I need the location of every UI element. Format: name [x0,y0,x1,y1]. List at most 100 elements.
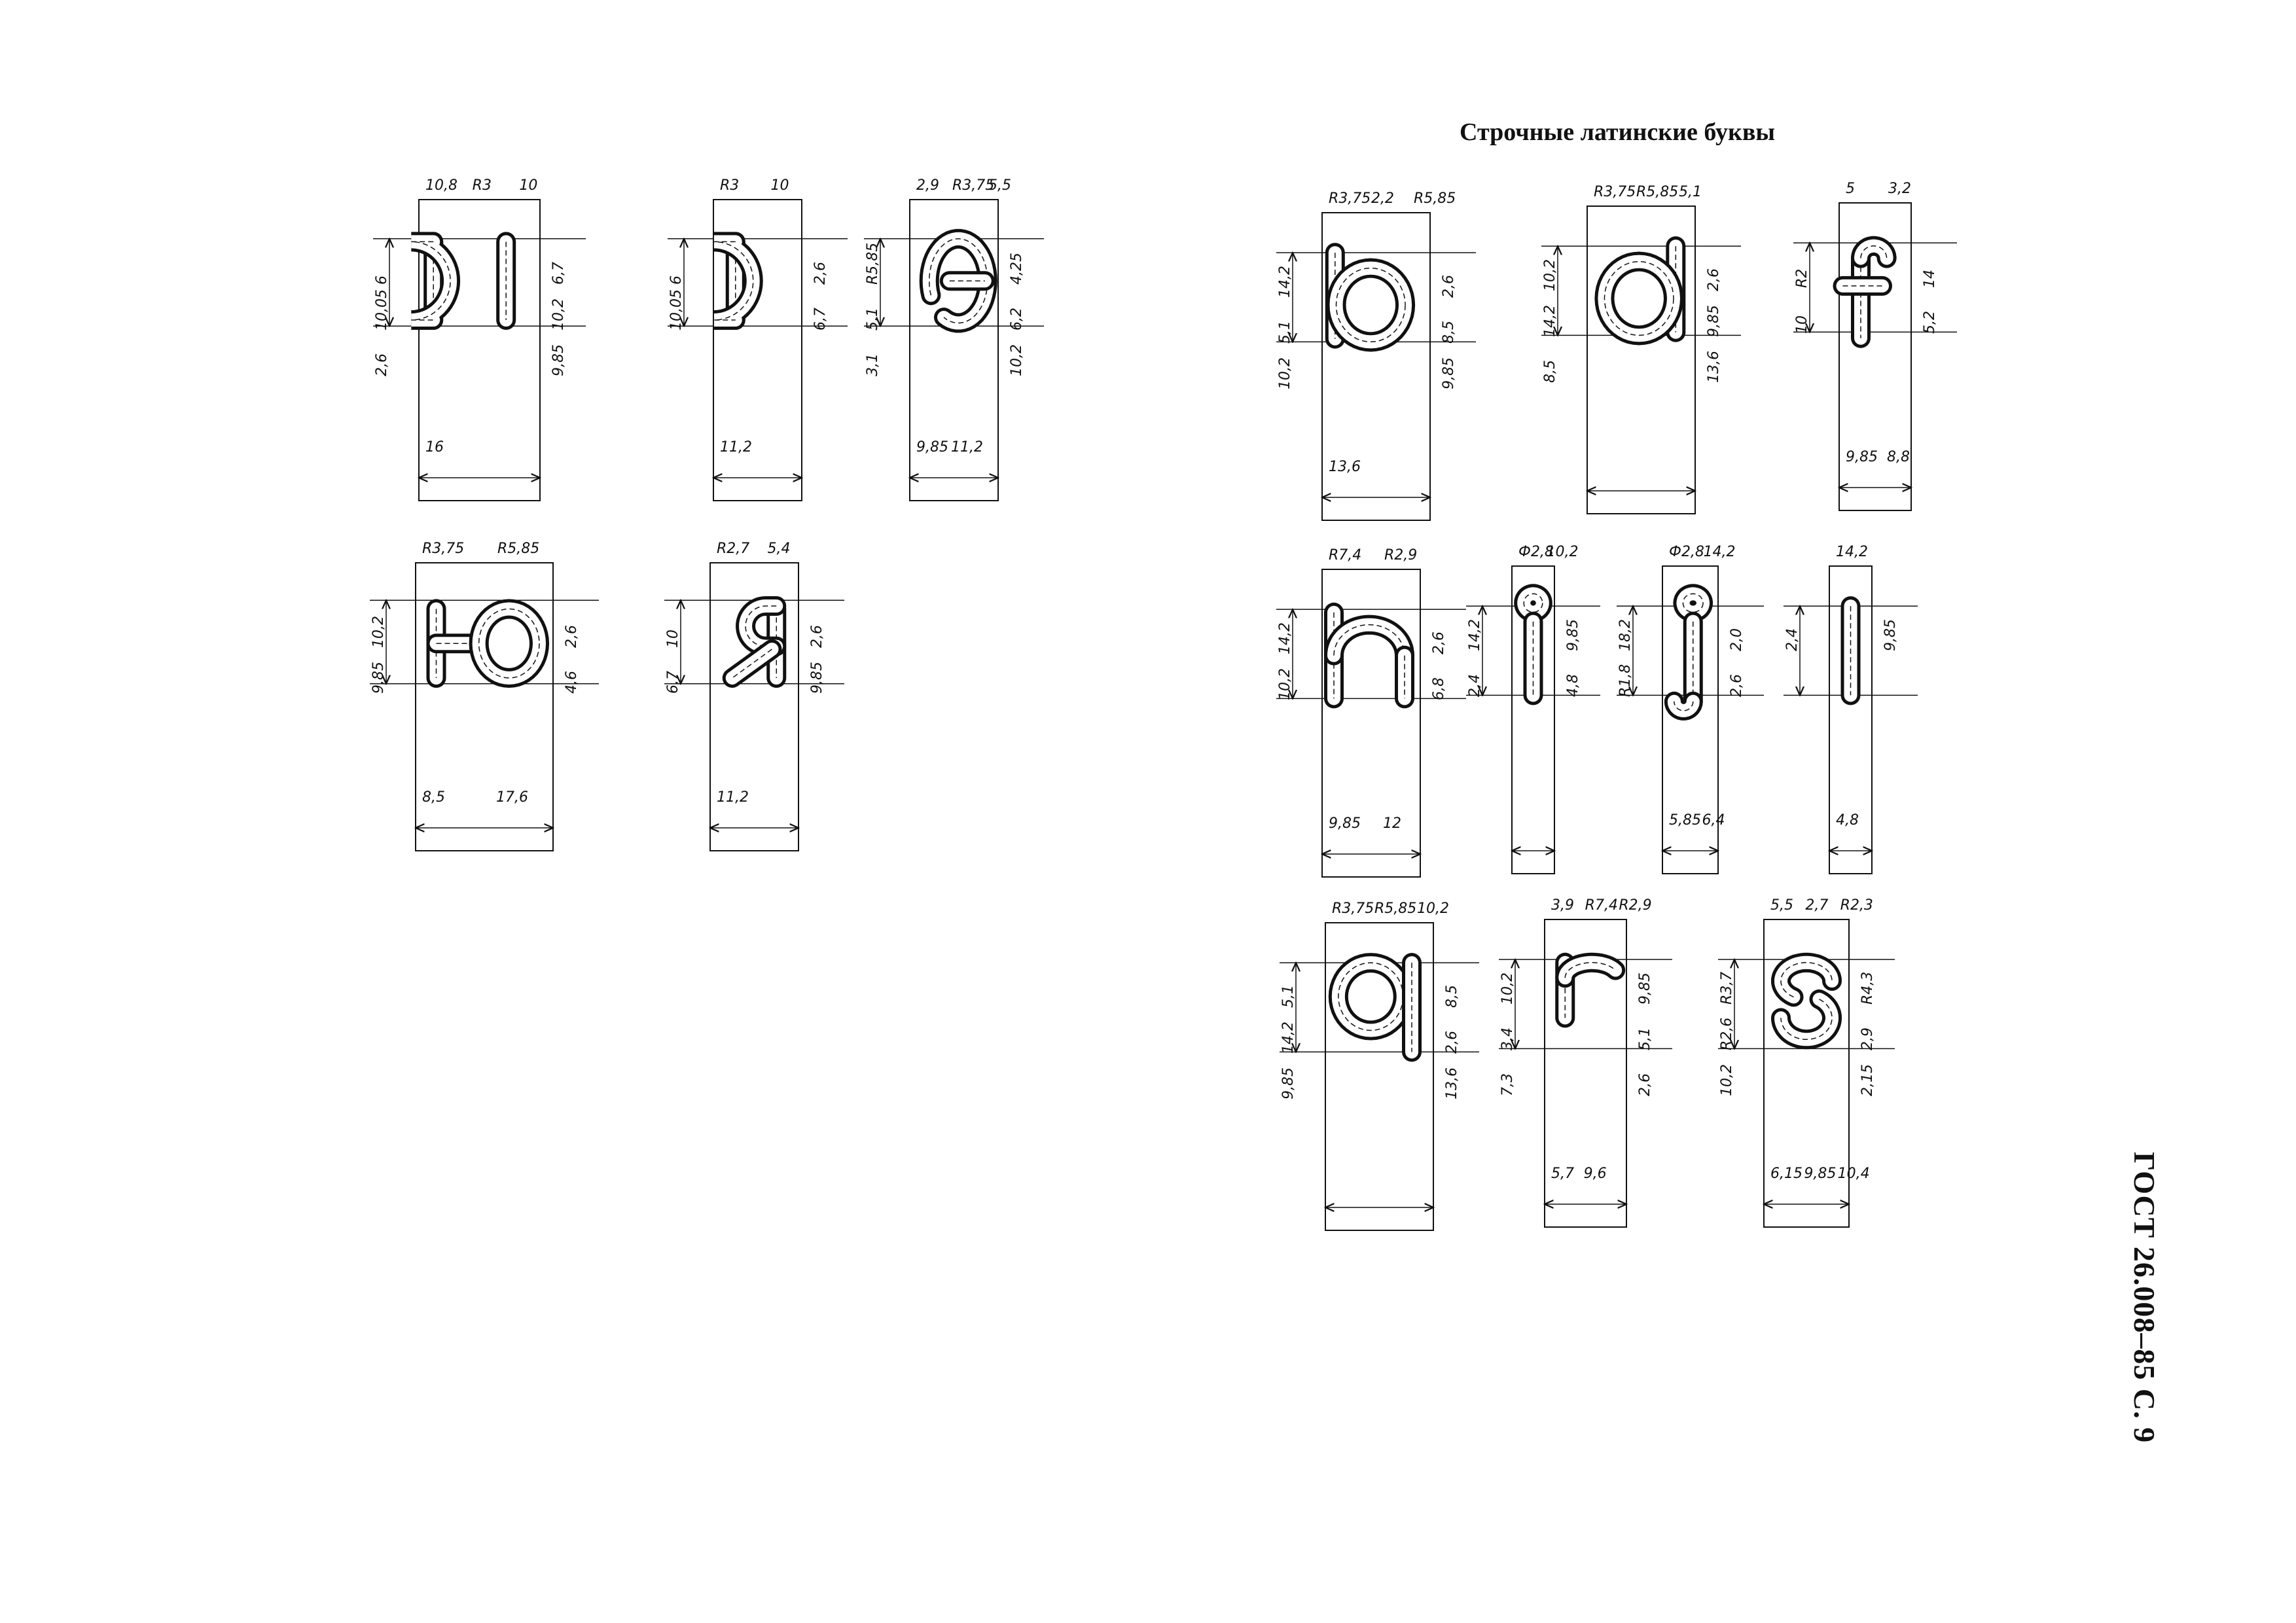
dimension-label: 6 [668,276,685,285]
dimension-label: 10 [665,630,681,648]
dimension-label: 8,5 [1441,321,1457,344]
dimension-label: 5,85 [1669,812,1701,829]
glyph-shape-lat-i [1514,584,1552,705]
dimension-label: 5,2 [1922,311,1938,334]
dimension-label: R3,75 [952,177,994,194]
dimension-label: R2,9 [1619,897,1651,914]
dimension-label: 9,85 [1280,1067,1297,1099]
dimension-label: R4,3 [1859,972,1876,1005]
dimension-label: 2,6 [564,625,580,648]
glyph-shape-lat-s [1770,952,1842,1050]
plate-frame [709,562,799,851]
dimension-label: 4,8 [1836,812,1859,829]
dimension-label: 9,85 [370,662,387,694]
dimension-label: 6,7 [550,262,567,285]
dimension-label: R7,4 [1585,897,1618,914]
dimension-label: 2,15 [1859,1064,1876,1096]
dimension-label: 5,1 [865,308,881,330]
plate-frame [1544,919,1627,1228]
dimension-label: 4,25 [1009,253,1025,285]
dimension-label: 16 [425,439,444,455]
dimension-label: 14,2 [1277,266,1293,298]
dimension-label: 14,2 [1467,619,1483,651]
dimension-label: 2,6 [1441,275,1457,298]
dimension-label: 8,5 [1444,985,1460,1008]
dimension-label: R3,75 [1594,184,1636,200]
dimension-label: R3,75 [422,541,464,557]
dimension-label: 2,6 [809,625,825,648]
glyph-shape-cyr-ya [722,596,787,688]
dimension-label: 11,2 [720,439,752,455]
dimension-label: 10,2 [1499,972,1516,1005]
dimension-label: 3,2 [1888,181,1911,197]
plate-frame [909,199,999,501]
dimension-label: 10,2 [1009,344,1025,376]
glyph-shape-lat-f [1833,236,1897,348]
dimension-label: 6,7 [812,308,829,330]
dimension-label: 10 [519,177,537,194]
dimension-label: 10,2 [1277,357,1293,389]
dimension-label: R5,85 [497,541,539,557]
dimension-label: 18,2 [1617,619,1634,651]
dimension-label: 2,6 [374,353,390,376]
dimension-label: 2,6 [1431,632,1447,654]
dimension-label: 9,85 [1329,815,1361,832]
dimension-label: 10,2 [1542,259,1558,291]
dimension-label: 5,1 [1280,985,1297,1008]
dimension-label: 10,8 [425,177,457,194]
dimension-label: R2,9 [1384,547,1417,563]
dimension-label: R7,4 [1329,547,1361,563]
dimension-label: 8,8 [1887,449,1910,465]
dimension-label: 2,7 [1805,897,1828,914]
dimension-label: 14,2 [1280,1022,1297,1054]
dimension-label: R5,85 [1636,184,1678,200]
dimension-label: 10,4 [1838,1166,1870,1182]
running-head: ГОСТ 26.008–85 С. 9 [2128,1152,2161,1444]
dimension-label: Ф2,8 [1669,544,1704,560]
glyph-shape-lat-q [1328,953,1422,1062]
plate-frame [1662,565,1719,874]
dimension-label: R3 [720,177,739,194]
plate-frame [1829,565,1873,874]
dimension-label: 13,6 [1444,1067,1460,1099]
dimension-label: 5,1 [1277,321,1293,344]
glyph-shape-lat-d [1594,236,1686,346]
dimension-label: 4,6 [564,671,580,694]
dimension-label: 2,6 [1706,268,1722,291]
dimension-label: 3,1 [865,353,881,376]
dimension-label: 2,6 [812,262,829,285]
plate-frame [713,199,802,501]
dimension-label: 11,2 [717,789,749,806]
dimension-label: 10,2 [370,616,387,648]
dimension-label: 10,2 [1417,901,1449,917]
dimension-label: R1,8 [1617,664,1634,697]
dimension-label: R3,75 [1332,901,1374,917]
dimension-label: 14,2 [1277,622,1293,654]
glyph-shape-lat-h [1324,602,1414,709]
section-heading: Строчные латинские буквы [1460,118,1776,146]
dimension-label: 9,85 [1637,972,1653,1005]
dimension-label: R3 [473,177,492,194]
dimension-label: 2,6 [1729,674,1745,697]
dimension-label: 2,6 [1444,1031,1460,1054]
dimension-label: 8,5 [1542,360,1558,383]
plate-frame [1511,565,1555,874]
dimension-label: 5 [1846,181,1855,197]
glyph-shape-lat-r [1555,952,1626,1028]
dimension-label: 2,0 [1729,628,1745,651]
glyph-shape-cyr-yery [410,232,516,330]
dimension-label: R3,7 [1719,972,1735,1005]
dimension-label: 4,8 [1565,674,1581,697]
dimension-label: 5,4 [768,541,791,557]
plate-frame [1321,212,1431,521]
dimension-label: 2,9 [916,177,939,194]
dimension-label: 2,4 [1784,628,1801,651]
dimension-label: 7,3 [1499,1073,1516,1096]
